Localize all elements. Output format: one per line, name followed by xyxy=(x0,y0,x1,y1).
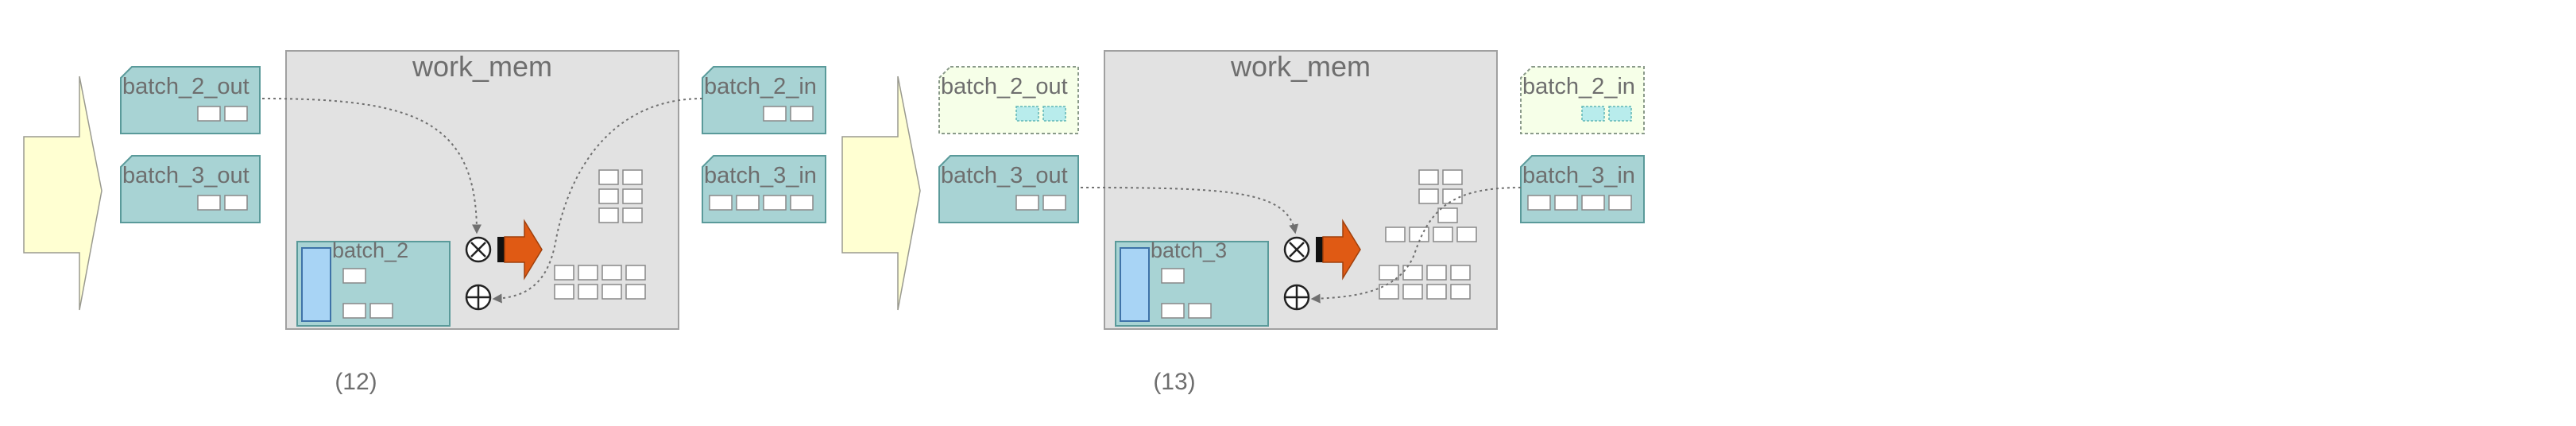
work-slot xyxy=(1385,227,1406,242)
work-slot xyxy=(1379,265,1399,281)
work-slot xyxy=(1426,265,1447,281)
left-buffer-top-label: batch_2_out xyxy=(941,74,1068,99)
left-buffer-top-label: batch_2_out xyxy=(122,74,249,99)
right-buffer-bottom-slot xyxy=(763,195,787,211)
batch-slot xyxy=(1188,303,1212,319)
work-mem-title: work_mem xyxy=(412,50,552,83)
left-buffer-bottom-slot xyxy=(224,195,248,211)
right-buffer-bottom-slot xyxy=(1608,195,1632,211)
flow-arrow-out xyxy=(261,98,482,234)
left-buffer-bottom-slot xyxy=(197,195,221,211)
work-slot xyxy=(1442,169,1463,185)
batch-blue-block xyxy=(301,247,331,322)
right-buffer-top-slot xyxy=(1608,106,1632,122)
batch-slot xyxy=(1161,268,1185,284)
work-mem-title: work_mem xyxy=(1230,50,1371,83)
work-slot xyxy=(1442,188,1463,204)
panel-1: batch_2_out batch_3_out work_mem batch_2 bat… xyxy=(23,50,826,395)
work-slot xyxy=(622,169,643,185)
batch-blue-block xyxy=(1120,247,1150,322)
batch-label: batch_2 xyxy=(332,238,408,262)
work-slot xyxy=(578,265,598,281)
work-slot xyxy=(598,169,619,185)
work-slot xyxy=(1456,227,1477,242)
right-buffer-bottom-label: batch_3_in xyxy=(704,163,817,188)
right-buffer-bottom-slot xyxy=(1581,195,1605,211)
work-slot xyxy=(1418,169,1439,185)
work-slot xyxy=(598,207,619,223)
work-slot xyxy=(1437,207,1458,223)
orange-arrow-icon-base xyxy=(497,237,505,262)
panel-caption: (13) xyxy=(1153,369,1195,395)
right-buffer-bottom-slot xyxy=(790,195,814,211)
work-slot xyxy=(1402,265,1423,281)
right-buffer-bottom-slot xyxy=(709,195,733,211)
work-slot xyxy=(578,284,598,300)
multiply-icon-stroke xyxy=(470,242,486,258)
right-buffer-bottom-slot xyxy=(1554,195,1578,211)
orange-arrow-icon-base xyxy=(1316,237,1323,262)
work-slot xyxy=(625,265,646,281)
work-slot xyxy=(1426,284,1447,300)
left-buffer-top-slot xyxy=(1042,106,1066,122)
right-buffer-top-slot xyxy=(1581,106,1605,122)
left-buffer-bottom-slot xyxy=(1042,195,1066,211)
work-slot xyxy=(601,265,622,281)
batch-slot xyxy=(369,303,393,319)
right-buffer-top-slot xyxy=(790,106,814,122)
work-slot xyxy=(1409,227,1429,242)
batch-slot xyxy=(342,303,366,319)
work-slot xyxy=(554,284,574,300)
batch-label: batch_3 xyxy=(1151,238,1227,262)
work-slot xyxy=(1450,284,1471,300)
work-slot xyxy=(598,188,619,204)
batch-slot xyxy=(1161,303,1185,319)
right-buffer-top-label: batch_2_in xyxy=(704,74,817,99)
orange-arrow-icon xyxy=(1322,219,1361,281)
right-buffer-top-slot xyxy=(763,106,787,122)
work-slot xyxy=(601,284,622,300)
work-slot xyxy=(554,265,574,281)
multiply-icon-stroke xyxy=(1289,242,1305,258)
orange-arrow-icon xyxy=(504,219,543,281)
right-buffer-top-label: batch_2_in xyxy=(1522,74,1635,99)
right-buffer-bottom-slot xyxy=(1527,195,1551,211)
batch-slot xyxy=(342,268,366,284)
left-buffer-top-slot xyxy=(1015,106,1039,122)
work-slot xyxy=(622,207,643,223)
input-chevron-icon xyxy=(841,76,921,311)
left-buffer-top-slot xyxy=(197,106,221,122)
left-buffer-top-slot xyxy=(224,106,248,122)
left-buffer-bottom-slot xyxy=(1015,195,1039,211)
panel-2: batch_2_out batch_3_out work_mem batch_3 bat… xyxy=(841,50,1645,395)
work-slot xyxy=(1433,227,1453,242)
left-buffer-bottom-label: batch_3_out xyxy=(941,163,1068,188)
left-buffer-bottom-label: batch_3_out xyxy=(122,163,249,188)
work-slot xyxy=(625,284,646,300)
flow-arrow-in xyxy=(492,98,703,304)
work-slot xyxy=(622,188,643,204)
work-slot xyxy=(1450,265,1471,281)
input-chevron-icon xyxy=(23,76,102,311)
right-buffer-bottom-label: batch_3_in xyxy=(1522,163,1635,188)
work-slot xyxy=(1402,284,1423,300)
right-buffer-bottom-slot xyxy=(736,195,760,211)
work-slot xyxy=(1418,188,1439,204)
work-slot xyxy=(1379,284,1399,300)
panel-caption: (12) xyxy=(335,369,377,395)
flow-arrow-in xyxy=(1310,187,1522,304)
